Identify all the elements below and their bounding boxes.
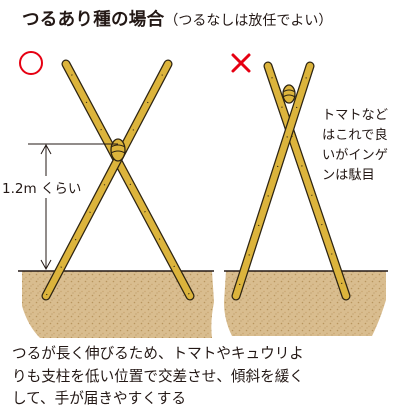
- note-line: いがインゲ: [322, 148, 388, 163]
- height-dimension: [28, 143, 118, 271]
- title-sub: （つるなしは放任でよい）: [164, 13, 333, 29]
- caption: つるが長く伸びるため、トマトやキュウリよ りも支柱を低い位置で交差させ、傾斜を緩…: [12, 343, 304, 411]
- tie-right: [282, 84, 296, 104]
- good-mark-icon: [19, 51, 43, 75]
- diagram-title: つるあり種の場合（つるなしは放任でよい）: [22, 6, 332, 31]
- height-label: 1.2m くらい: [2, 176, 82, 198]
- caption-line: りも支柱を低い位置で交差させ、傾斜を緩く: [12, 367, 304, 385]
- caption-line: して、手が届きやすくする: [12, 390, 186, 407]
- caption-line: つるが長く伸びるため、トマトやキュウリよ: [12, 345, 304, 362]
- bad-mark-icon: [231, 53, 251, 73]
- pole-pair-right: [231, 61, 351, 301]
- soil-right: [224, 270, 388, 336]
- pole-left-a: [61, 59, 195, 301]
- pole-left-b: [41, 59, 173, 301]
- pole-pair-left: [41, 59, 195, 301]
- pole-right-a: [263, 61, 351, 301]
- note-line: トマトなど: [322, 108, 388, 123]
- pole-right-b: [231, 61, 315, 301]
- note-line: ンは駄目: [322, 168, 375, 183]
- right-panel-note: トマトなど はこれで良 いがインゲ ンは駄目: [322, 106, 388, 186]
- tie-left: [110, 138, 126, 162]
- note-line: はこれで良: [322, 128, 388, 143]
- title-main: つるあり種の場合: [22, 10, 165, 30]
